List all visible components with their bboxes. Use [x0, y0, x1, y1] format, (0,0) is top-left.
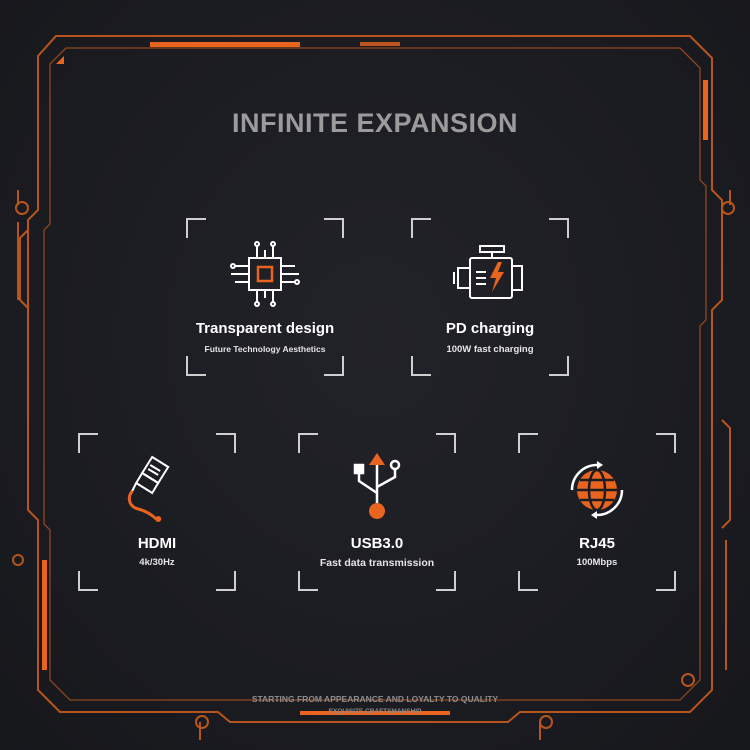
- feature-title: RJ45: [579, 535, 615, 552]
- feature-card-usb3: USB3.0 Fast data transmission: [298, 433, 456, 591]
- feature-card-rj45: RJ45 100Mbps: [518, 433, 676, 591]
- feature-title: USB3.0: [350, 535, 404, 552]
- corner-bracket: [549, 218, 569, 238]
- corner-bracket: [656, 433, 676, 453]
- corner-bracket: [298, 433, 318, 453]
- corner-bracket: [298, 571, 318, 591]
- corner-bracket: [324, 218, 344, 238]
- corner-bracket: [216, 433, 236, 453]
- corner-bracket: [78, 571, 98, 591]
- feature-title: HDMI: [137, 535, 177, 552]
- footer-subtagline: EXQUISITE CRAFTSMANSHIP: [328, 708, 422, 715]
- corner-bracket: [411, 218, 431, 238]
- feature-card-transparent-design: Transparent design Future Technology Aes…: [186, 218, 344, 376]
- feature-title: Transparent design: [195, 320, 335, 337]
- feature-subtitle: 100Mbps: [576, 557, 618, 568]
- corner-bracket: [549, 356, 569, 376]
- usb-icon: [353, 453, 401, 519]
- network-globe-icon: [570, 461, 624, 519]
- feature-subtitle: 100W fast charging: [446, 344, 534, 355]
- corner-bracket: [518, 571, 538, 591]
- page-title: INFINITE EXPANSION: [231, 108, 519, 138]
- feature-subtitle: Fast data transmission: [319, 557, 435, 569]
- corner-bracket: [186, 356, 206, 376]
- feature-subtitle: 4k/30Hz: [139, 557, 175, 568]
- footer-tagline: STARTING FROM APPEARANCE AND LOYALTY TO …: [251, 694, 499, 704]
- engine-charging-icon: [453, 245, 523, 299]
- feature-subtitle: Future Technology Aesthetics: [204, 344, 326, 354]
- feature-card-pd-charging: PD charging 100W fast charging: [411, 218, 569, 376]
- corner-bracket: [411, 356, 431, 376]
- corner-bracket: [324, 356, 344, 376]
- feature-card-hdmi: HDMI 4k/30Hz: [78, 433, 236, 591]
- corner-bracket: [186, 218, 206, 238]
- chip-icon: [230, 241, 300, 307]
- corner-bracket: [656, 571, 676, 591]
- corner-bracket: [78, 433, 98, 453]
- corner-bracket: [436, 571, 456, 591]
- corner-bracket: [436, 433, 456, 453]
- corner-bracket: [518, 433, 538, 453]
- hdmi-cable-icon: [127, 455, 170, 522]
- feature-title: PD charging: [445, 320, 535, 337]
- corner-bracket: [216, 571, 236, 591]
